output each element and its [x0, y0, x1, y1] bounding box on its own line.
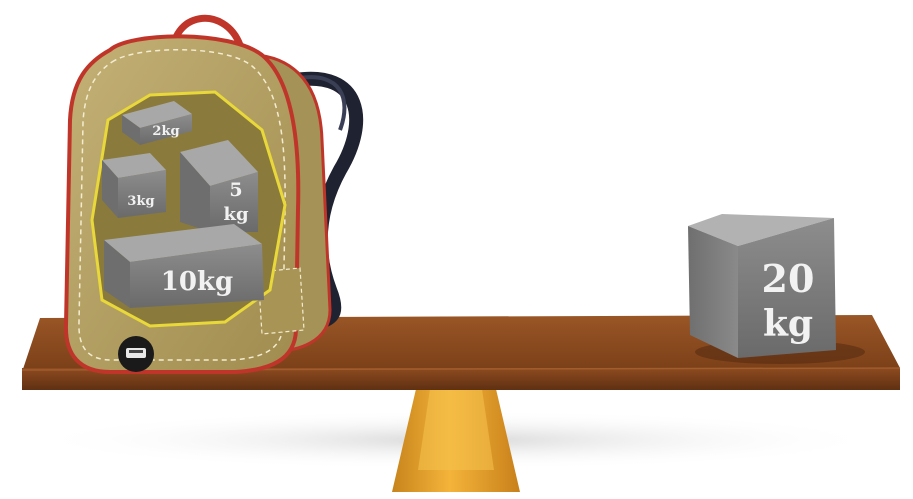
buckle-icon [118, 336, 154, 372]
weight-20kg-unit: kg [763, 303, 813, 345]
weight-3kg: 3kg [102, 153, 166, 218]
weight-5kg-unit: kg [223, 204, 248, 225]
weight-3kg-label: 3kg [127, 194, 154, 209]
weight-10kg-label: 10kg [161, 267, 233, 297]
weight-5kg-number: 5 [229, 179, 242, 201]
weight-20kg-number: 20 [762, 256, 815, 301]
fulcrum [392, 389, 520, 492]
weight-2kg-label: 2kg [152, 124, 179, 139]
